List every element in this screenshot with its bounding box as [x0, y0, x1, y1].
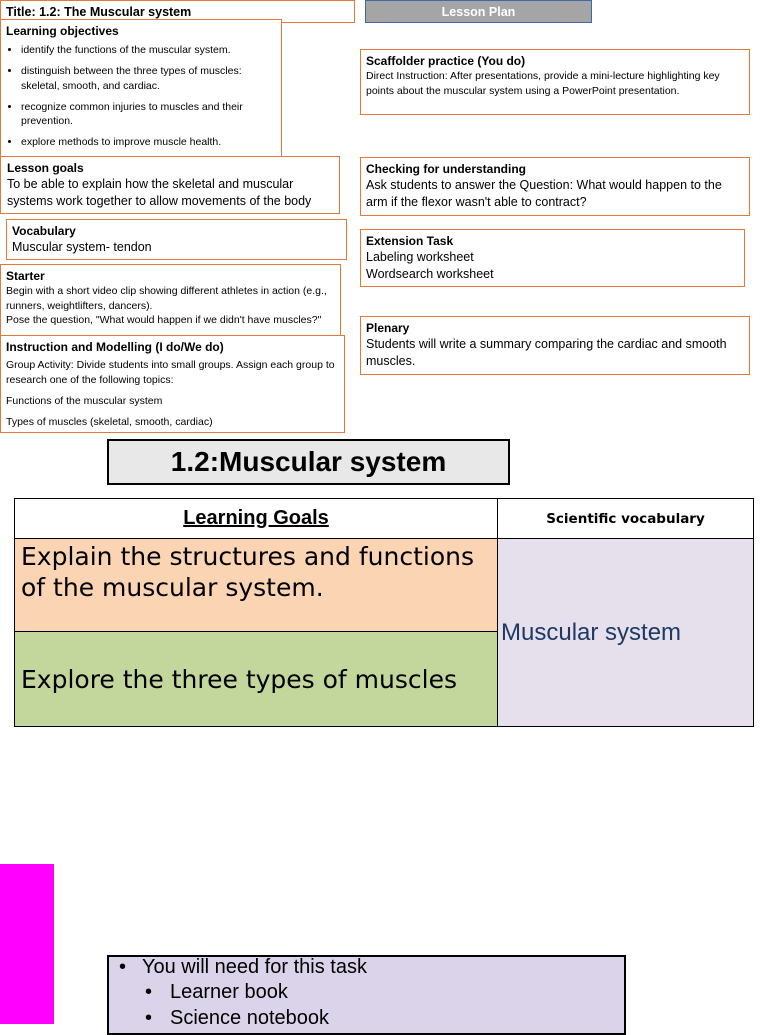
plenary-box: Plenary Students will write a summary co… [360, 316, 750, 375]
decorative-bar [0, 864, 54, 1024]
materials-box: • You will need for this task • Learner … [107, 955, 626, 1035]
starter-box: Starter Begin with a short video clip sh… [0, 264, 341, 338]
plenary-text: Students will write a summary comparing … [366, 337, 727, 368]
lesson-goals-box: Lesson goals To be able to explain how t… [0, 156, 340, 214]
bullet-icon: • [145, 981, 153, 1003]
objective-item: distinguish between the three types of m… [21, 64, 276, 93]
objectives-list: identify the functions of the muscular s… [6, 43, 276, 150]
materials-heading: You will need for this task [142, 956, 367, 978]
plenary-heading: Plenary [366, 321, 410, 335]
vocabulary-text: Muscular system- tendon [12, 240, 152, 254]
learning-goal-2: Explore the three types of muscles [15, 632, 498, 726]
materials-item-label: Science notebook [170, 1007, 330, 1029]
materials-list: • You will need for this task • Learner … [109, 955, 624, 1031]
extension-task-box: Extension Task Labeling worksheet Wordse… [360, 229, 745, 287]
learning-goals-header: Learning Goals [15, 499, 498, 539]
learning-goal-1: Explain the structures and functions of … [15, 539, 498, 632]
instruction-paragraph: Functions of the muscular system [6, 394, 163, 407]
lesson-goals-text: To be able to explain how the skeletal a… [7, 177, 312, 208]
instruction-heading: Instruction and Modelling (I do/We do) [6, 340, 224, 354]
scientific-vocabulary-header: Scientific vocabulary [498, 499, 753, 539]
learning-goals-table: Learning Goals Scientific vocabulary Exp… [14, 498, 754, 727]
checking-understanding-box: Checking for understanding Ask students … [360, 157, 750, 216]
objective-item: recognize common injuries to muscles and… [21, 100, 276, 129]
starter-line: Begin with a short video clip showing di… [6, 285, 327, 312]
bullet-icon: • [119, 956, 127, 978]
objective-item: explore methods to improve muscle health… [21, 135, 276, 150]
objectives-heading: Learning objectives [6, 24, 119, 38]
extension-heading: Extension Task [366, 234, 454, 248]
starter-heading: Starter [6, 269, 45, 283]
materials-item: • Learner book [109, 979, 624, 1005]
checking-heading: Checking for understanding [366, 162, 527, 176]
scaffolder-text: Direct Instruction: After presentations,… [366, 70, 720, 97]
extension-line: Labeling worksheet [366, 250, 474, 264]
materials-item: • Science notebook [109, 1005, 624, 1031]
extension-line: Wordsearch worksheet [366, 267, 494, 281]
vocabulary-heading: Vocabulary [12, 224, 76, 238]
bullet-icon: • [145, 1007, 153, 1029]
materials-heading-item: • You will need for this task [109, 955, 624, 979]
objective-item: identify the functions of the muscular s… [21, 43, 276, 58]
checking-text: Ask students to answer the Question: Wha… [366, 178, 722, 209]
starter-line: Pose the question, "What would happen if… [6, 314, 322, 326]
instruction-box: Instruction and Modelling (I do/We do) G… [0, 335, 345, 433]
lesson-title: Title: 1.2: The Muscular system [6, 5, 192, 19]
slide-title: 1.2:Muscular system [107, 439, 510, 485]
scaffolder-heading: Scaffolder practice (You do) [366, 54, 526, 68]
vocabulary-term: Muscular system [498, 539, 753, 726]
materials-item-label: Learner book [170, 981, 288, 1003]
lesson-goals-heading: Lesson goals [7, 161, 84, 175]
instruction-paragraph: Types of muscles (skeletal, smooth, card… [6, 415, 213, 428]
scaffolder-box: Scaffolder practice (You do) Direct Inst… [360, 49, 750, 115]
vocabulary-box: Vocabulary Muscular system- tendon [6, 219, 347, 260]
lesson-plan-button[interactable]: Lesson Plan [365, 0, 592, 23]
learning-objectives-box: Learning objectives identify the functio… [0, 19, 282, 158]
instruction-paragraph: Group Activity: Divide students into sma… [6, 359, 335, 386]
